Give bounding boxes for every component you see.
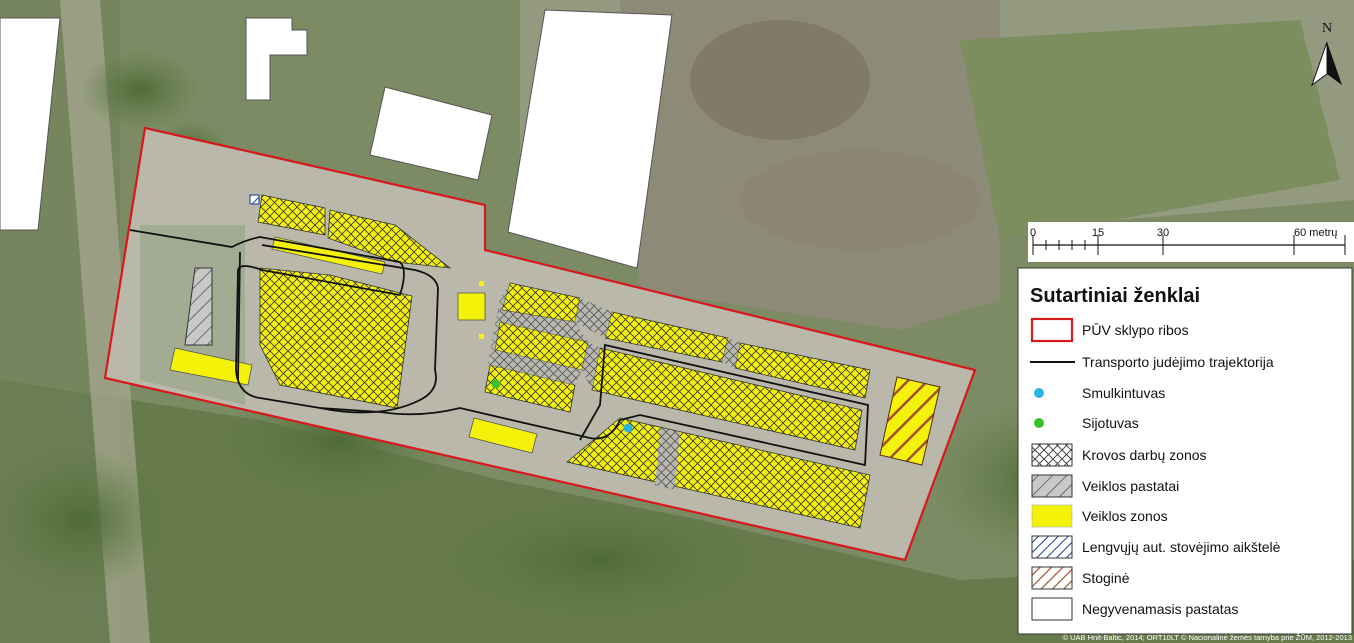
scale-bar: 0 15 30 60 metrų bbox=[1028, 222, 1354, 262]
stogine-shelter bbox=[879, 376, 941, 466]
smulkintuvas-marker bbox=[623, 423, 633, 433]
legend-sijotuvas-symbol bbox=[1034, 418, 1044, 428]
legend-crosshatch-symbol bbox=[1031, 443, 1073, 467]
legend-label-negyvenamasis: Negyvenamasis pastatas bbox=[1082, 601, 1238, 617]
scale-tick-15: 15 bbox=[1092, 227, 1104, 239]
svg-text:N: N bbox=[1322, 21, 1332, 36]
legend-label-krovos: Krovos darbų zonos bbox=[1082, 447, 1207, 463]
legend-grayhatch-symbol bbox=[1031, 474, 1073, 498]
site-boundary bbox=[103, 126, 977, 562]
transport-trajectory bbox=[129, 229, 869, 467]
map-credits: © UAB Hnit-Baltic, 2014; ORT10LT © Nacio… bbox=[1062, 633, 1352, 642]
legend: Sutartiniai ženklai PŪV sklypo ribos Tra… bbox=[1017, 267, 1353, 635]
legend-smulkintuvas-symbol bbox=[1034, 388, 1044, 398]
non-residential-buildings bbox=[0, 9, 673, 269]
scale-tick-60: 60 metrų bbox=[1294, 227, 1337, 239]
parking-area bbox=[249, 194, 260, 205]
legend-label-smulkintuvas: Smulkintuvas bbox=[1082, 385, 1165, 401]
legend-brownhatch-symbol bbox=[1031, 566, 1073, 590]
scale-tick-0: 0 bbox=[1030, 227, 1036, 239]
scale-tick-30: 30 bbox=[1157, 227, 1169, 239]
loading-zones bbox=[257, 194, 871, 529]
legend-label-sijotuvas: Sijotuvas bbox=[1082, 415, 1139, 431]
legend-label-trajectory: Transporto judėjimo trajektorija bbox=[1082, 354, 1274, 370]
sijotuvas-marker bbox=[491, 379, 501, 389]
legend-boundary-symbol bbox=[1030, 317, 1074, 343]
legend-bluehatch-symbol bbox=[1031, 535, 1073, 559]
activity-buildings bbox=[184, 267, 213, 346]
legend-white-symbol bbox=[1031, 597, 1073, 621]
legend-label-parking: Lengvųjų aut. stovėjimo aikštelė bbox=[1082, 539, 1281, 555]
legend-label-stogine: Stoginė bbox=[1082, 570, 1130, 586]
legend-yellow-symbol bbox=[1031, 504, 1073, 528]
legend-label-zonos: Veiklos zonos bbox=[1082, 508, 1168, 524]
legend-label-pastatai: Veiklos pastatai bbox=[1082, 478, 1179, 494]
legend-title: Sutartiniai ženklai bbox=[1030, 285, 1200, 307]
north-arrow: N bbox=[1310, 21, 1342, 87]
legend-label-boundary: PŪV sklypo ribos bbox=[1082, 322, 1189, 338]
